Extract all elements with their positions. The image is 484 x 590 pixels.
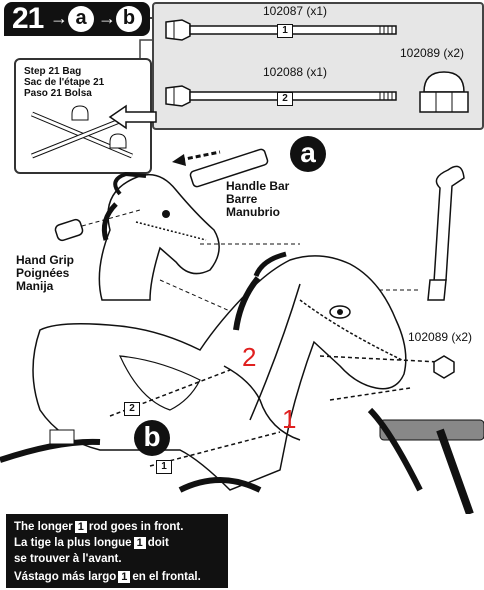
hand-grip-label: Hand Grip Poignées Manija bbox=[16, 253, 75, 293]
rod2-illustration bbox=[165, 85, 397, 107]
substep-a-badge: a bbox=[68, 6, 94, 32]
bag-label-es: Paso 21 Bolsa bbox=[24, 88, 92, 99]
bag-label-en: Step 21 Bag bbox=[24, 66, 82, 77]
step-header: 21 → a → b bbox=[4, 2, 150, 36]
substep-b-badge-large: b bbox=[134, 420, 170, 456]
arrow-right-icon: → bbox=[50, 8, 68, 28]
red-label-2: 2 bbox=[242, 342, 257, 372]
substep-b-badge: b bbox=[116, 6, 142, 32]
spring-frame bbox=[0, 407, 484, 514]
bag-label-fr: Sac de l'étape 21 bbox=[24, 77, 105, 88]
arrow-left-icon bbox=[108, 104, 157, 130]
nut-part-code: 102089 (x2) bbox=[400, 46, 465, 60]
red-label-1: 1 bbox=[282, 404, 297, 434]
rod1-illustration bbox=[165, 19, 397, 41]
rod1-index: 1 bbox=[277, 24, 293, 38]
large-horse bbox=[32, 251, 407, 491]
handle-bar-label: Handle Bar Barre Manubrio bbox=[226, 179, 290, 219]
horse-assembly-illustration bbox=[0, 148, 484, 514]
note-line-fr-2: se trouver à l'avant. bbox=[14, 553, 122, 565]
bag-contents-illustration bbox=[31, 105, 133, 159]
arrow-right-icon: → bbox=[98, 8, 116, 28]
rod1-part-code: 102087 (x1) bbox=[263, 4, 328, 18]
rod2-index: 2 bbox=[277, 92, 293, 106]
cap-nut-icon bbox=[419, 71, 469, 113]
handle-bar-part bbox=[189, 148, 269, 188]
step-number: 21 bbox=[12, 2, 44, 35]
rod2-part-code: 102088 (x1) bbox=[263, 65, 328, 79]
wrench-tool bbox=[427, 165, 465, 301]
nut-callout-code: 102089 (x2) bbox=[408, 330, 473, 344]
rod-tag-1: 1 bbox=[156, 460, 172, 474]
small-horse-head bbox=[98, 171, 220, 301]
rod-tag-2: 2 bbox=[124, 402, 140, 416]
substep-a-badge-large: a bbox=[290, 136, 326, 172]
